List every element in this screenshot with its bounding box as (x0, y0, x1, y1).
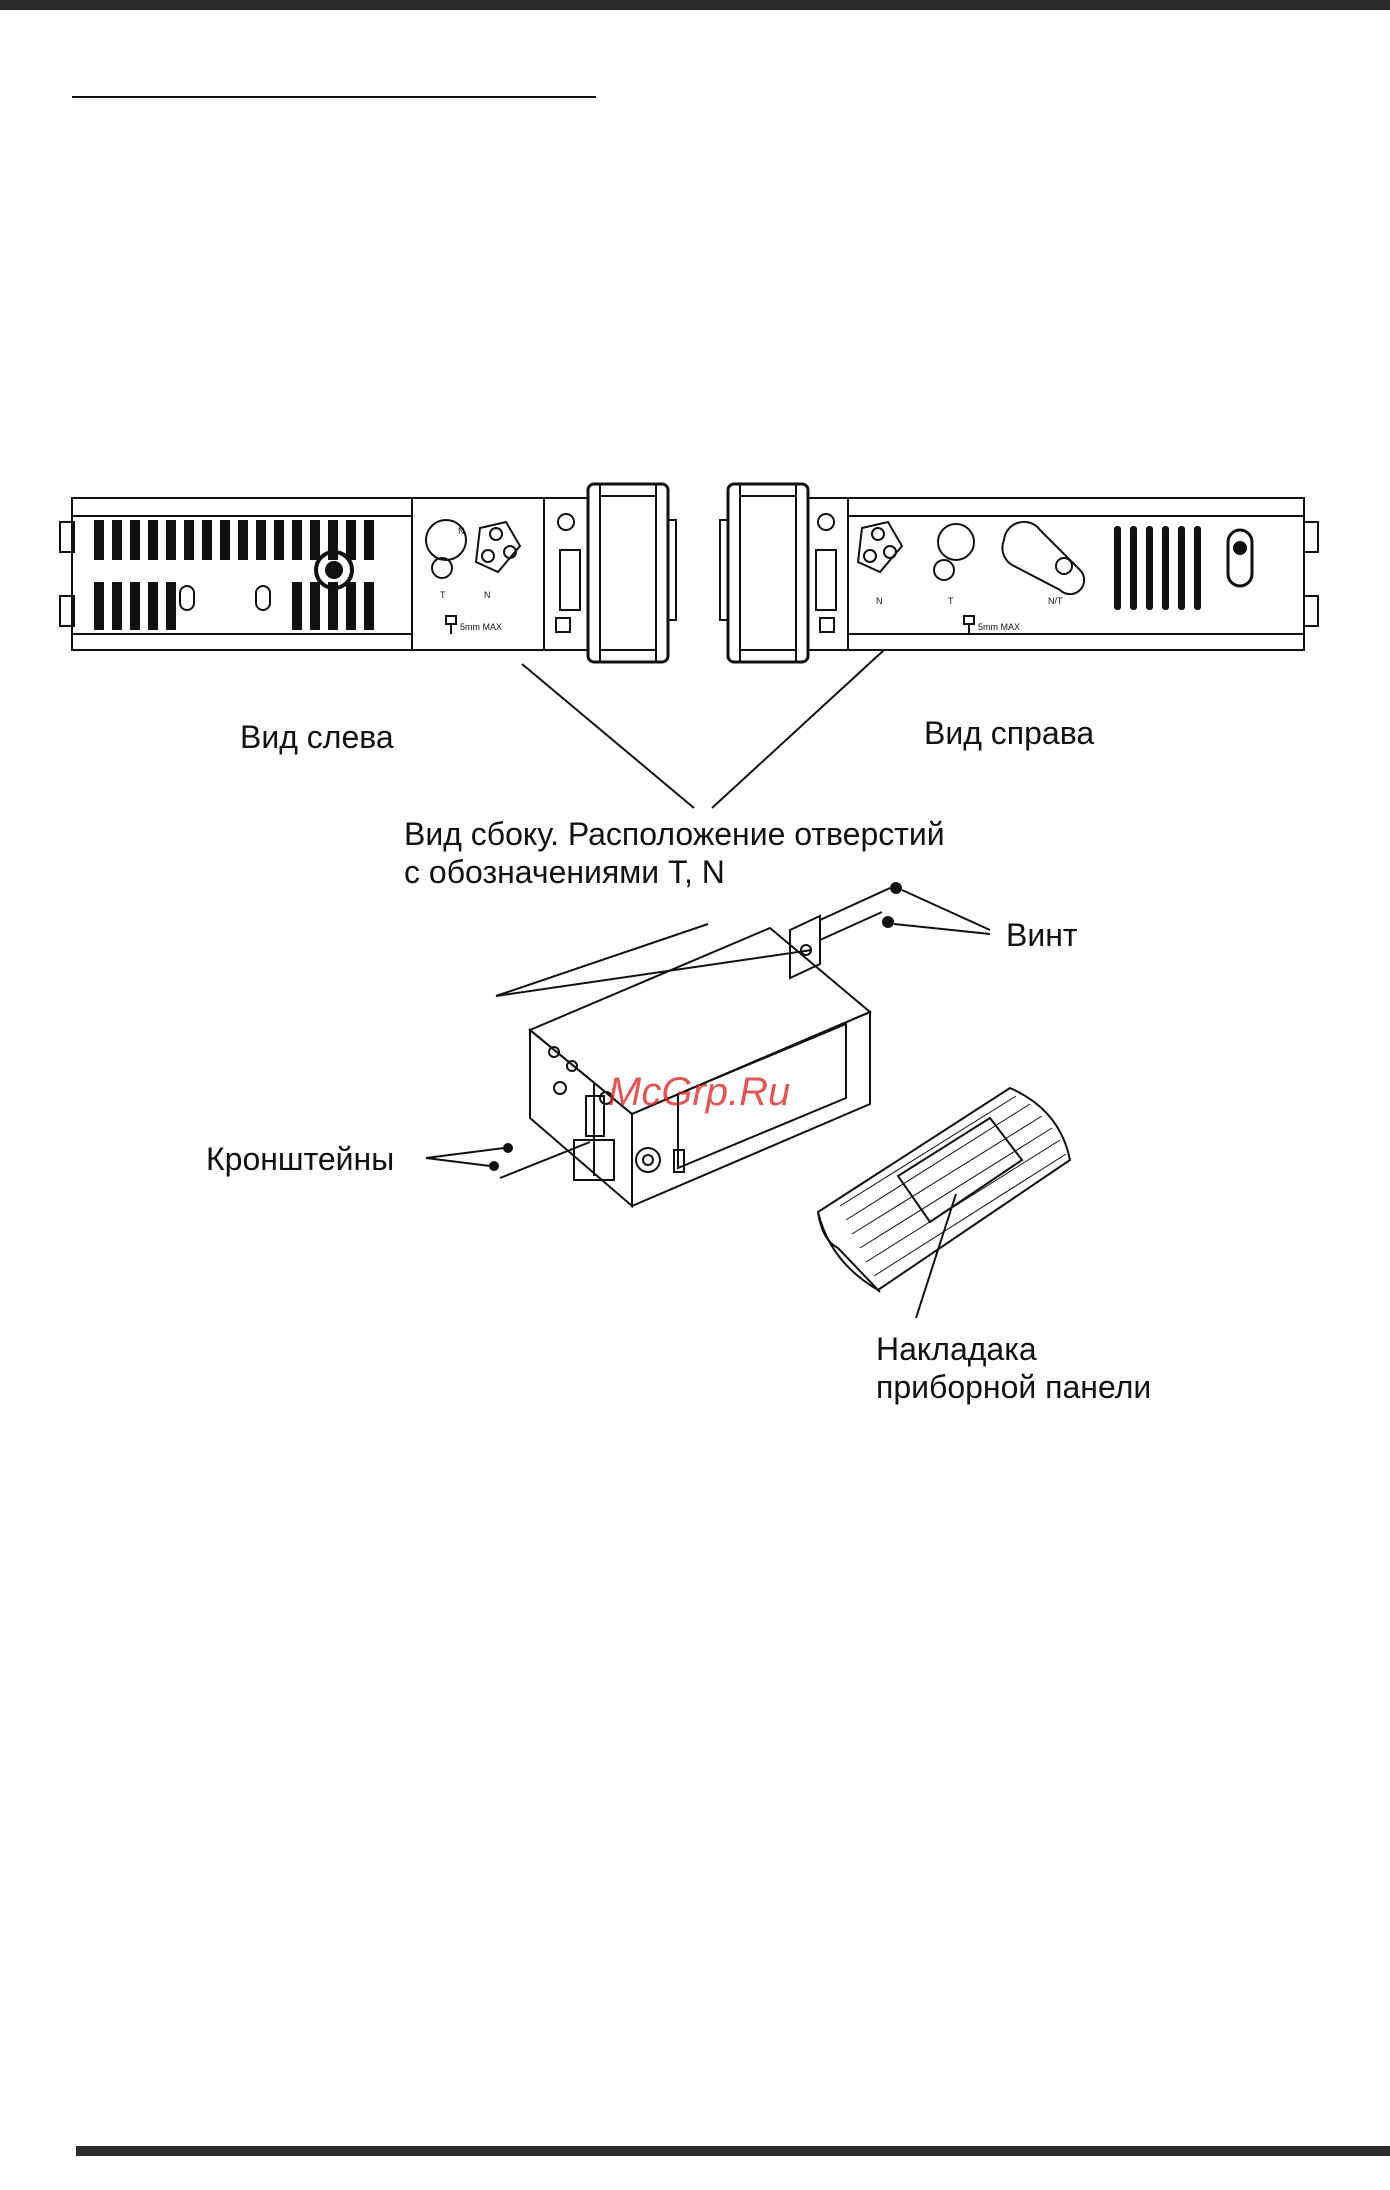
hole-n-mark-left-2: N (484, 590, 491, 600)
hole-t-mark-left: T (440, 590, 446, 600)
dash-panel-drawing (818, 1088, 1070, 1318)
label-right-view: Вид справа (924, 714, 1094, 752)
label-side-view-line1: Вид сбоку. Расположение отверстий (404, 815, 945, 853)
label-left-view: Вид слева (240, 718, 394, 756)
hole-nt-mark: N/T (1048, 596, 1063, 606)
screw-max-left: 5mm MAX (460, 622, 502, 632)
label-brackets: Кронштейны (206, 1140, 394, 1178)
left-view-drawing: N T N 5mm MAX (60, 484, 676, 662)
label-panel-line1: Накладака (876, 1330, 1151, 1368)
watermark: McGrp.Ru (608, 1070, 790, 1115)
right-view-drawing: N T N/T 5mm MAX (720, 484, 1318, 662)
hole-n-mark-left: N (458, 526, 465, 536)
label-screw: Винт (1006, 916, 1078, 954)
hole-t-mark-right: T (948, 596, 954, 606)
label-side-view: Вид сбоку. Расположение отверстий с обоз… (404, 815, 945, 891)
isometric-unit-drawing (426, 883, 990, 1206)
bottom-bar (76, 2146, 1390, 2156)
label-panel-line2: приборной панели (876, 1368, 1151, 1406)
screw-max-right: 5mm MAX (978, 622, 1020, 632)
label-dash-panel: Накладака приборной панели (876, 1330, 1151, 1406)
vent-slots (1114, 526, 1201, 610)
hole-n-mark-right: N (876, 596, 883, 606)
label-side-view-line2: с обозначениями T, N (404, 853, 945, 891)
